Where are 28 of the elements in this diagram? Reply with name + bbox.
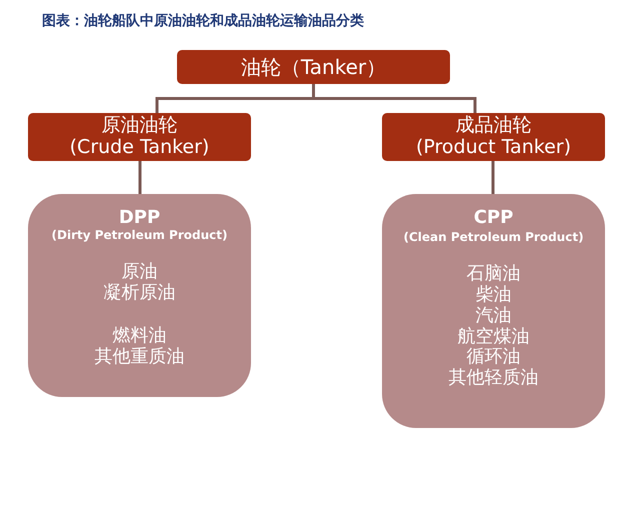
box-label: (Crude Tanker) — [70, 137, 210, 159]
category-box — [382, 113, 605, 161]
product-name: 凝析原油 — [104, 283, 176, 304]
box-label: 原油油轮 — [102, 115, 178, 137]
chart-title: 图表：油轮船队中原油油轮和成品油轮运输油品分类 — [42, 12, 364, 30]
connector-line — [492, 161, 494, 194]
product-box — [382, 194, 605, 428]
category-subtitle: (Clean Petroleum Product) — [403, 230, 584, 244]
category-heading: DPP — [118, 208, 160, 229]
category-heading: CPP — [474, 208, 514, 229]
product-name: 石脑油 — [466, 264, 520, 285]
product-name: 燃料油 — [112, 326, 166, 347]
connector-line — [138, 161, 142, 194]
box-label: 成品油轮 — [456, 115, 532, 137]
product-name: 航空煤油 — [458, 326, 530, 347]
product-name: 原油 — [122, 262, 158, 283]
product-name: 汽油 — [476, 306, 512, 327]
box-label: (Product Tanker) — [416, 137, 571, 159]
category-box — [28, 113, 251, 161]
product-box — [28, 194, 251, 397]
product-name: 循环油 — [466, 347, 520, 368]
category-box — [177, 50, 450, 84]
box-label: 油轮（Tanker） — [240, 56, 386, 78]
product-name: 其他重质油 — [94, 346, 184, 368]
product-name: 其他轻质油 — [448, 368, 538, 389]
category-subtitle: (Dirty Petroleum Product) — [52, 228, 228, 242]
product-name: 柴油 — [476, 285, 512, 306]
connector-line — [312, 84, 476, 113]
